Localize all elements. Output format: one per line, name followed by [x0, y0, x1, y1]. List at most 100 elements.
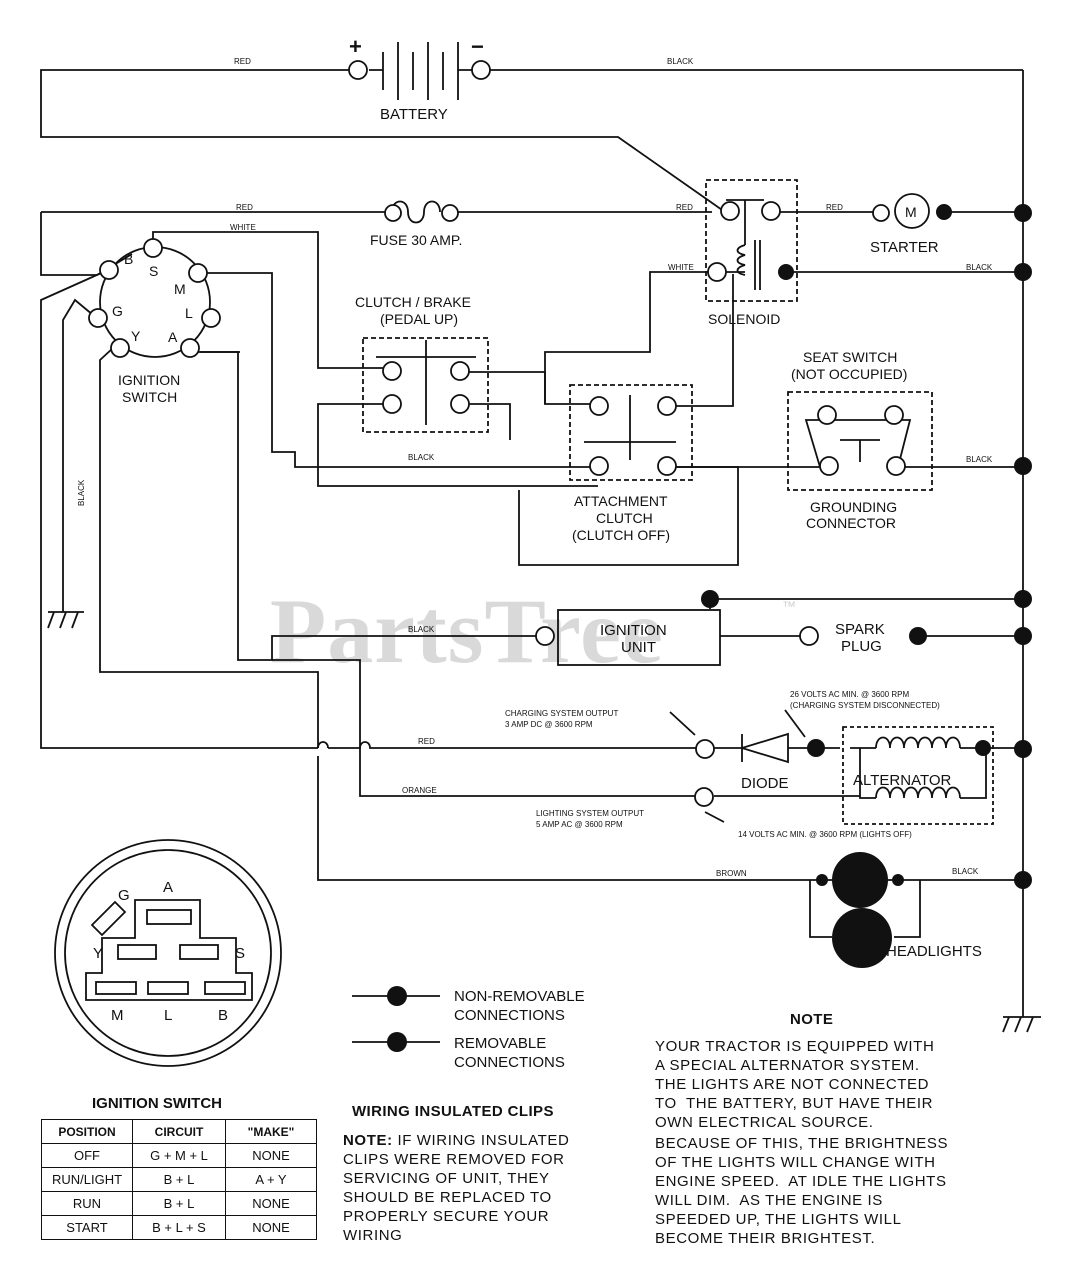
- headlight-parallel-wire: [809, 880, 921, 938]
- black-mid-label: BLACK: [408, 453, 435, 462]
- black-vertical-label: BLACK: [77, 479, 86, 506]
- table-header-position: POSITION: [41, 1119, 133, 1144]
- clutch-brake-label-1: CLUTCH / BRAKE: [355, 294, 471, 310]
- lighting-output-label-1: LIGHTING SYSTEM OUTPUT: [536, 809, 644, 818]
- seat-terminal-2: [884, 405, 904, 425]
- clutch-brake-label-2: (PEDAL UP): [380, 311, 458, 327]
- red-sol-label: RED: [676, 203, 693, 212]
- attach-terminal-3: [589, 456, 609, 476]
- alternator-label: ALTERNATOR: [853, 772, 952, 789]
- headlight-1: [832, 852, 888, 908]
- tractor-note-line: SPEEDED UP, THE LIGHTS WILL: [655, 1211, 902, 1228]
- clutch-terminal-2: [450, 361, 470, 381]
- ignition-terminal-l: [201, 308, 221, 328]
- attachment-label-1: ATTACHMENT: [574, 493, 668, 509]
- seat-terminal-3: [819, 456, 839, 476]
- ignition-terminal-b: [99, 260, 119, 280]
- volt-charging-label-1: 26 VOLTS AC MIN. @ 3600 RPM: [790, 690, 909, 699]
- legend-nonremovable-label-1: NON-REMOVABLE: [454, 988, 585, 1005]
- ignition-unit-label-1: IGNITION: [600, 622, 667, 639]
- table-row: RUN B + L NONE: [41, 1191, 317, 1216]
- tractor-note-line: TO THE BATTERY, BUT HAVE THEIR: [655, 1095, 934, 1112]
- alternator-coil-bottom: [875, 786, 961, 799]
- right-ground-symbol: [1002, 1016, 1041, 1033]
- connector-inner: [64, 849, 272, 1057]
- clips-note-first-line: NOTE: IF WIRING INSULATED: [343, 1131, 569, 1150]
- ignition-switch-table: POSITION CIRCUIT "MAKE" OFF G + M + L NO…: [41, 1119, 317, 1240]
- clutch-wire-top: [460, 371, 546, 404]
- attachment-clutch-box: [569, 384, 693, 481]
- ignition-unit-box: [557, 609, 721, 666]
- y-orange-wire: [99, 347, 830, 881]
- ignition-terminal-m: [188, 263, 208, 283]
- tractor-note-line: YOUR TRACTOR IS EQUIPPED WITH: [655, 1038, 935, 1055]
- starter-m: M: [905, 204, 917, 220]
- starter-label: STARTER: [870, 239, 939, 256]
- fuse-terminal-left: [384, 204, 402, 222]
- terminal-g-label: G: [112, 303, 123, 319]
- ignition-terminal-s: [143, 238, 163, 258]
- attach-terminal-4: [657, 456, 677, 476]
- connector-g: G: [118, 887, 130, 904]
- white-ign-label: WHITE: [230, 223, 256, 232]
- m-black-wire: [198, 272, 600, 468]
- battery-minus: −: [471, 34, 484, 59]
- table-cell: NONE: [225, 1215, 317, 1240]
- connector-s: S: [235, 945, 245, 962]
- red-fuse-label: RED: [236, 203, 253, 212]
- battery-plus: +: [349, 34, 362, 59]
- charging-output-label-1: CHARGING SYSTEM OUTPUT: [505, 709, 618, 718]
- black-seat-label: BLACK: [966, 455, 993, 464]
- black-ground-wire: [62, 298, 100, 612]
- volt-lights-label: 14 VOLTS AC MIN. @ 3600 RPM (LIGHTS OFF): [738, 830, 912, 839]
- grounding-label-2: CONNECTOR: [806, 515, 896, 531]
- seat-switch-label-2: (NOT OCCUPIED): [791, 366, 907, 382]
- legend-removable-label-2: CONNECTIONS: [454, 1054, 565, 1071]
- clips-note-first: IF WIRING INSULATED: [392, 1132, 570, 1149]
- seat-terminal-4: [886, 456, 906, 476]
- solenoid-terminal-2: [761, 201, 781, 221]
- white-s-wire: [152, 231, 392, 369]
- clips-note-line: SHOULD BE REPLACED TO: [343, 1189, 552, 1206]
- battery-plates: [382, 42, 459, 100]
- connector-outer: [54, 839, 282, 1067]
- spark-terminal: [799, 626, 819, 646]
- ignition-unit-terminal: [535, 626, 555, 646]
- battery-positive-terminal: [348, 60, 368, 80]
- grounding-label-1: GROUNDING: [810, 499, 897, 515]
- spark-plug-label-2: PLUG: [841, 638, 882, 655]
- white-sol-label: WHITE: [668, 263, 694, 272]
- black-ign-unit-label: BLACK: [408, 625, 435, 634]
- ignition-table-title: IGNITION SWITCH: [92, 1095, 222, 1112]
- black-sol-label: BLACK: [966, 263, 993, 272]
- red-top-wire: [40, 69, 726, 213]
- ignition-unit-label-2: UNIT: [621, 639, 656, 656]
- ignition-switch-label-2: SWITCH: [122, 389, 177, 405]
- legend-nonremovable-dot: [387, 986, 407, 1006]
- clutch-terminal-3: [382, 394, 402, 414]
- black-headlight-label: BLACK: [952, 867, 979, 876]
- tractor-note-line: WILL DIM. AS THE ENGINE IS: [655, 1192, 883, 1209]
- connector-l: L: [164, 1007, 172, 1024]
- red-bottom-wire: [40, 269, 318, 749]
- charging-output-label-2: 3 AMP DC @ 3600 RPM: [505, 720, 593, 729]
- table-cell: OFF: [41, 1143, 133, 1168]
- charging-terminal: [695, 739, 715, 759]
- tractor-note-line: OWN ELECTRICAL SOURCE.: [655, 1114, 874, 1131]
- clutch-terminal-1: [382, 361, 402, 381]
- tractor-note-line: THE LIGHTS ARE NOT CONNECTED: [655, 1076, 930, 1093]
- solenoid-coil: [736, 244, 746, 276]
- red-fuse-wire-2: [40, 212, 133, 276]
- clutch-terminal-4: [450, 394, 470, 414]
- starter-terminal: [872, 204, 890, 222]
- clips-note-line: PROPERLY SECURE YOUR: [343, 1208, 550, 1225]
- connector-b: B: [218, 1007, 228, 1024]
- alternator-box: [842, 726, 994, 825]
- table-cell: RUN: [41, 1191, 133, 1216]
- terminal-y-label: Y: [131, 328, 141, 344]
- fuse-terminal-right: [441, 204, 459, 222]
- black-top-label: BLACK: [667, 57, 694, 66]
- clips-note-line: CLIPS WERE REMOVED FOR: [343, 1151, 565, 1168]
- clutch-wire-left: [317, 403, 598, 487]
